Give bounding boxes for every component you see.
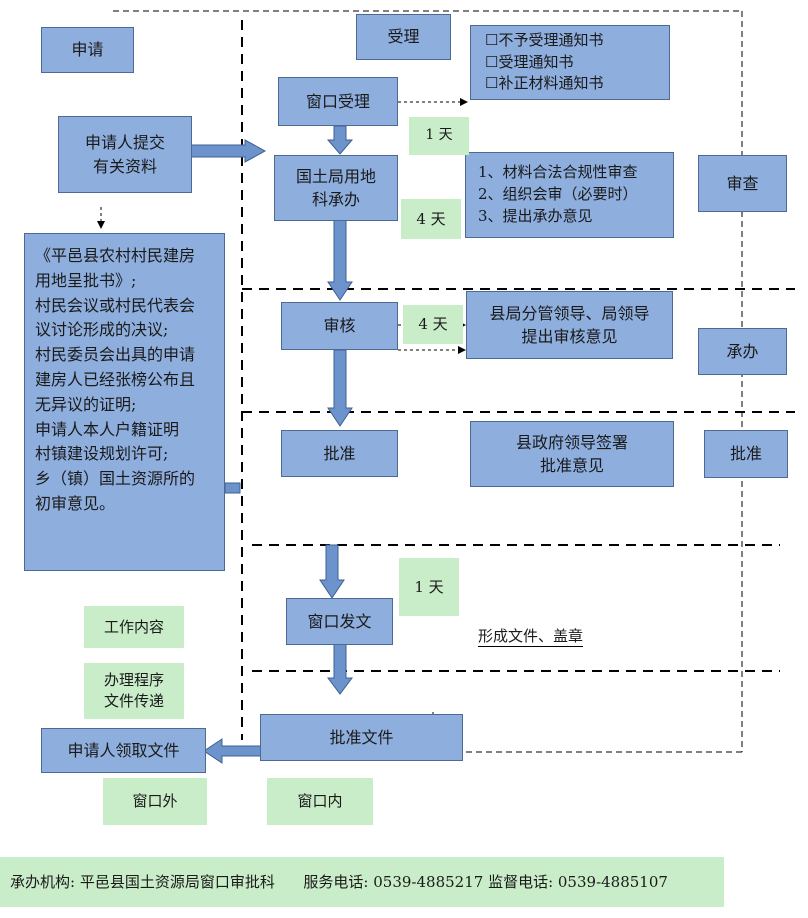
doc-to-pickup-arrow bbox=[203, 738, 264, 764]
window-issue-box: 窗口发文 bbox=[286, 598, 393, 645]
legend-inside: 窗口内 bbox=[267, 778, 373, 825]
legend-outside: 窗口外 bbox=[103, 778, 207, 825]
footer-bar: 承办机构: 平邑县国土资源局窗口审批科 服务电话: 0539-4885217 监… bbox=[0, 857, 724, 907]
undertake-stage-label: 承办 bbox=[698, 328, 787, 375]
gov-leaders-box: 县政府领导签署批准意见 bbox=[470, 421, 674, 487]
documents-box: 《平邑县农村村民建房用地呈批书》; 村民会议或村民代表会议讨论形成的决议; 村民… bbox=[24, 233, 225, 571]
accept-stage-label: 受理 bbox=[356, 14, 451, 60]
approve-stage-label: 批准 bbox=[704, 430, 788, 478]
day-badge-3: 4 天 bbox=[403, 305, 463, 344]
leaders-box: 县局分管领导、局领导提出审核意见 bbox=[466, 291, 673, 359]
legend-process: 办理程序文件传递 bbox=[84, 663, 184, 719]
approval-doc-box: 批准文件 bbox=[260, 714, 463, 761]
submit-box: 申请人提交有关资料 bbox=[58, 116, 192, 193]
accept-down-arrow bbox=[326, 125, 354, 155]
day-badge-2: 4 天 bbox=[401, 199, 461, 239]
review-stage-label: 审查 bbox=[698, 155, 787, 212]
audit-down-arrow bbox=[327, 349, 353, 427]
form-doc-text: 形成文件、盖章 bbox=[478, 627, 584, 647]
submit-to-accept-arrow bbox=[189, 139, 267, 163]
docs-connector bbox=[224, 482, 241, 494]
day-badge-1: 1 天 bbox=[409, 117, 469, 155]
land-office-box: 国土局用地科承办 bbox=[274, 155, 398, 221]
notices-box: ☐不予受理通知书☐受理通知书☐补正材料通知书 bbox=[470, 25, 670, 100]
window-accept-box: 窗口受理 bbox=[278, 77, 398, 126]
pickup-box: 申请人领取文件 bbox=[41, 728, 206, 773]
office-down-arrow bbox=[327, 219, 353, 301]
audit-box: 审核 bbox=[281, 302, 398, 350]
day-badge-4: 1 天 bbox=[399, 558, 459, 616]
legend-work: 工作内容 bbox=[84, 606, 184, 648]
approve-down-arrow bbox=[319, 544, 345, 599]
apply-label: 申请 bbox=[41, 27, 134, 73]
approve-box: 批准 bbox=[281, 430, 398, 477]
